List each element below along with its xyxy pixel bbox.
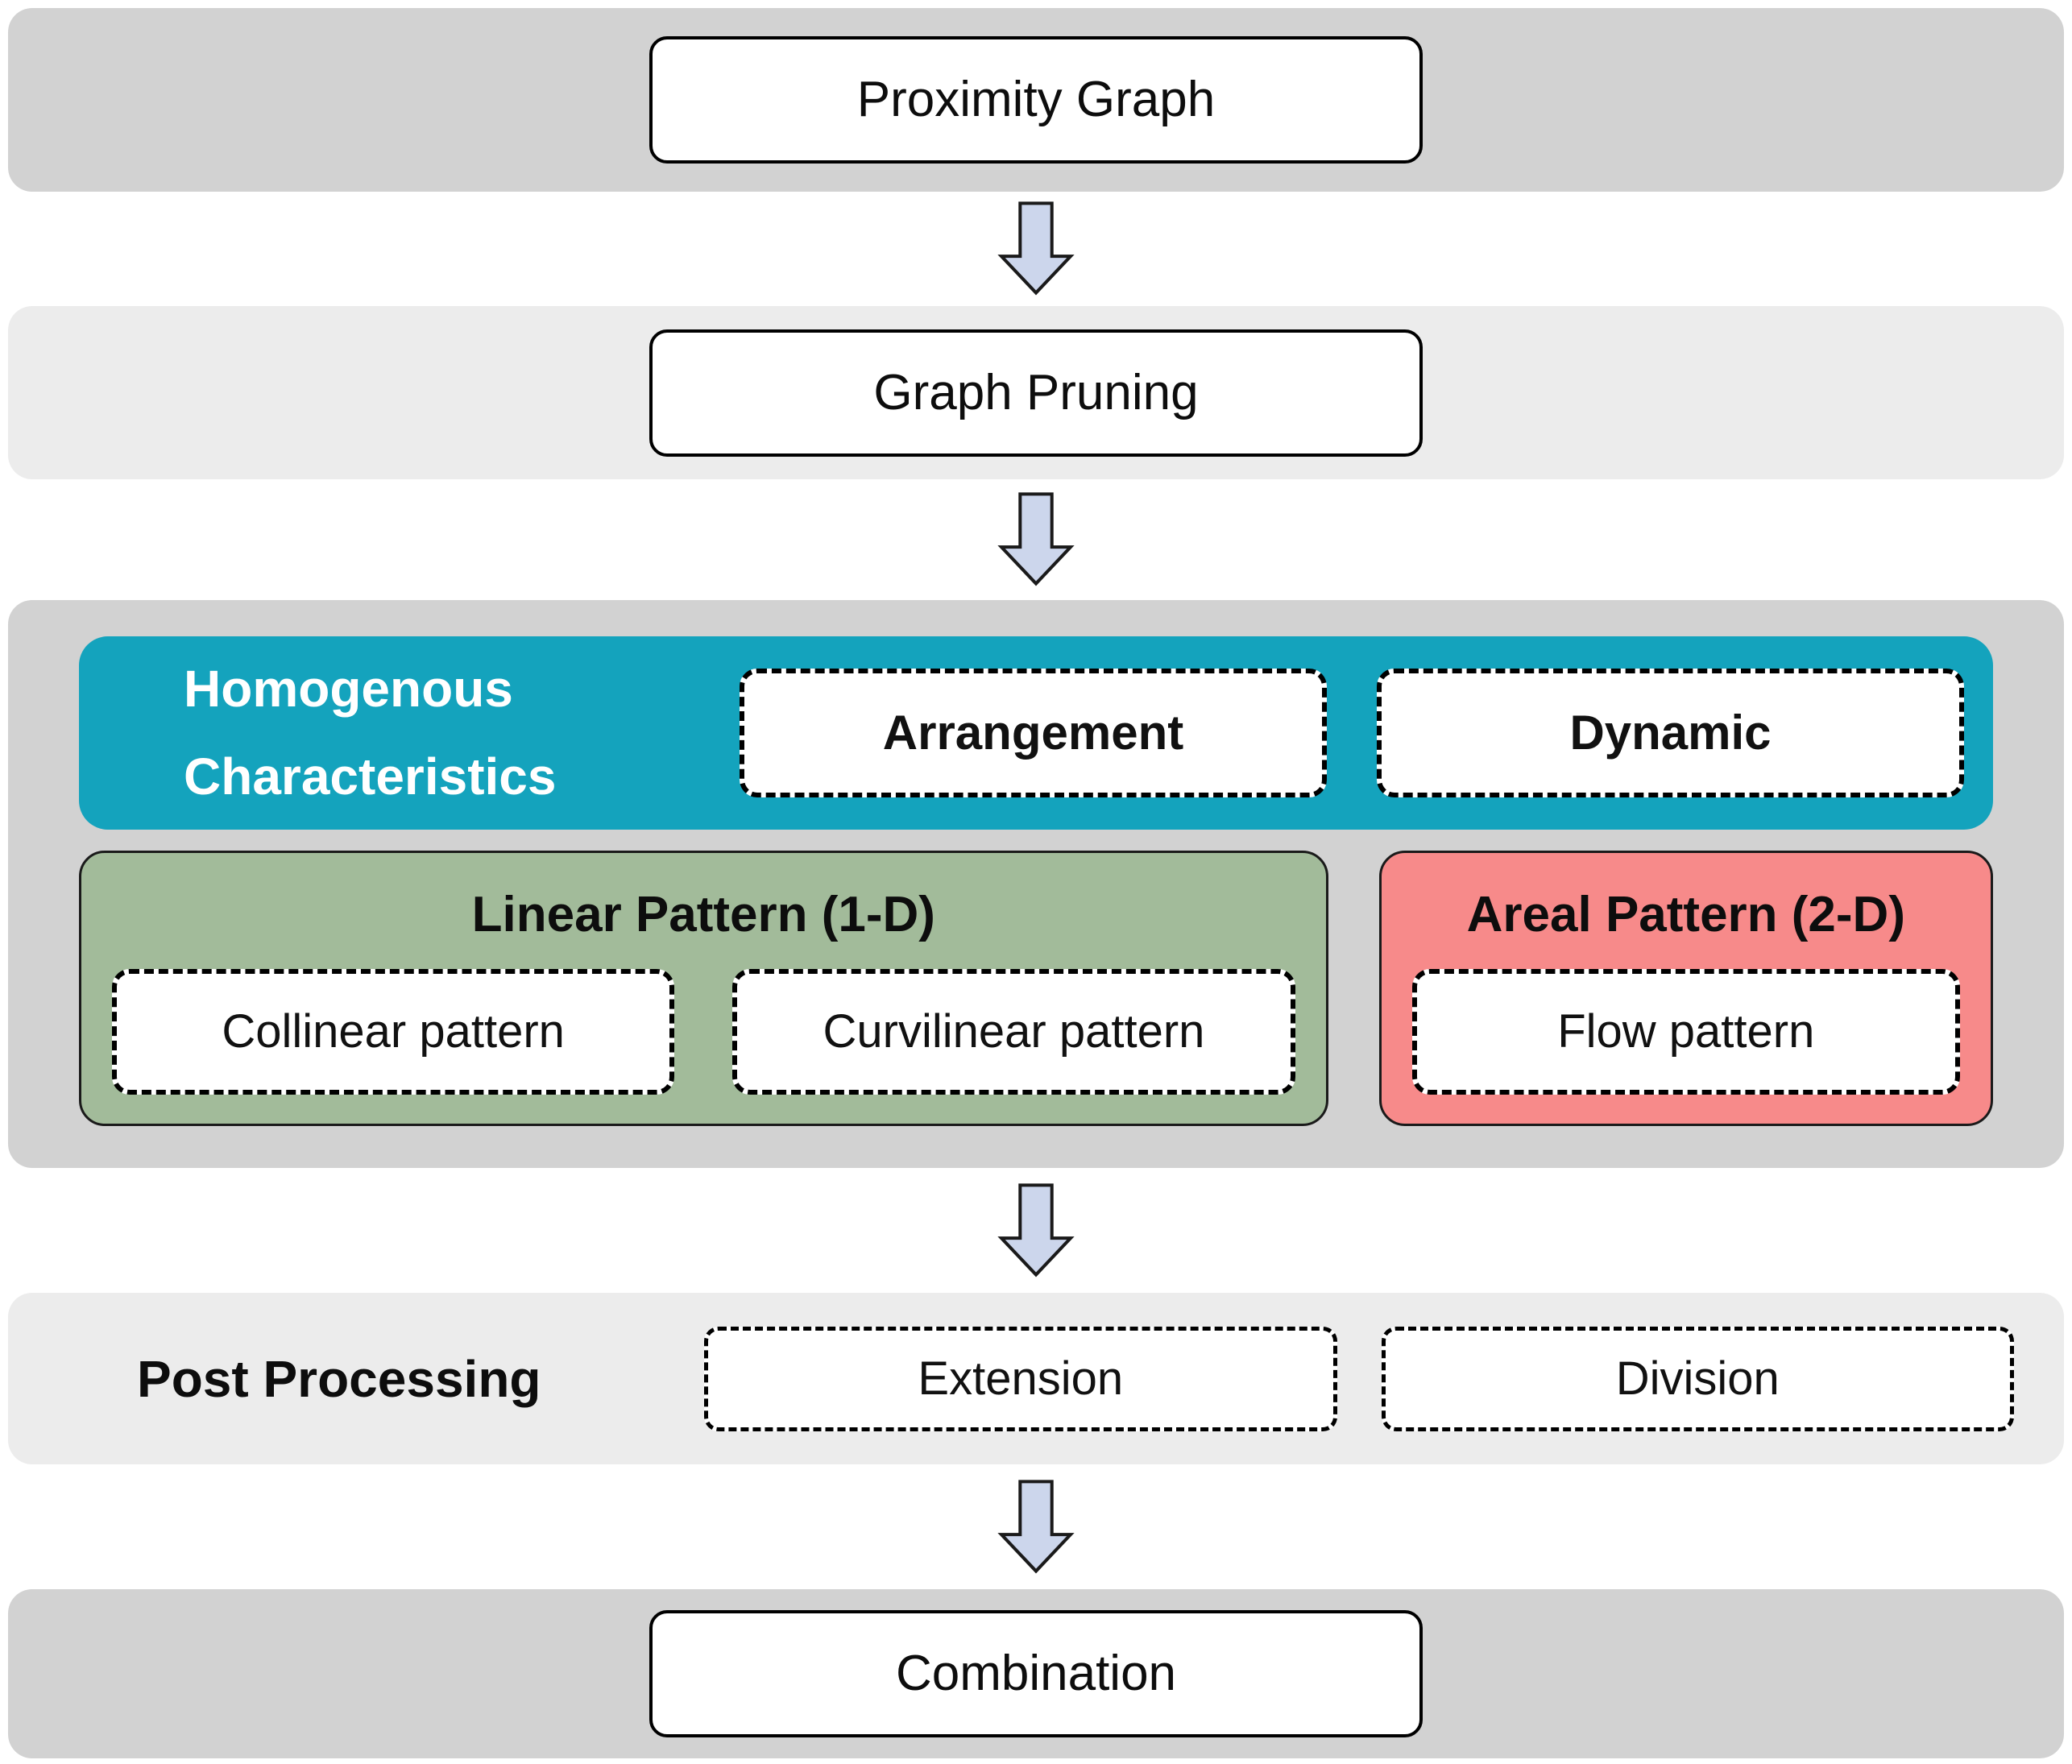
chip-division: Division bbox=[1381, 1326, 2014, 1431]
homogenous-chip-row: Arrangement Dynamic bbox=[740, 669, 1964, 797]
panel-linear-pattern-title: Linear Pattern (1-D) bbox=[471, 886, 935, 942]
chip-extension-label: Extension bbox=[918, 1352, 1124, 1405]
panel-homogenous-title-line2: Characteristics bbox=[184, 747, 557, 805]
stage-band-proximity: Proximity Graph bbox=[8, 8, 2064, 192]
panel-homogenous-title-line1: Homogenous bbox=[184, 660, 513, 718]
stage-band-pruning: Graph Pruning bbox=[8, 306, 2064, 479]
node-proximity-graph: Proximity Graph bbox=[649, 36, 1423, 164]
down-arrow-icon bbox=[997, 1479, 1075, 1574]
chip-extension: Extension bbox=[704, 1326, 1337, 1431]
stage-band-patterns: Homogenous Characteristics Arrangement D… bbox=[8, 600, 2064, 1168]
stage-band-combination: Combination bbox=[8, 1589, 2064, 1758]
stage-band-post-processing: Post Processing Extension Division bbox=[8, 1293, 2064, 1464]
flow-arrow-1 bbox=[8, 192, 2064, 306]
panel-areal-pattern-title: Areal Pattern (2-D) bbox=[1466, 886, 1905, 942]
chip-flow-pattern-label: Flow pattern bbox=[1557, 1005, 1815, 1058]
chip-dynamic: Dynamic bbox=[1377, 669, 1964, 797]
flow-arrow-2 bbox=[8, 479, 2064, 600]
chip-collinear-pattern-label: Collinear pattern bbox=[222, 1005, 565, 1058]
panel-linear-pattern: Linear Pattern (1-D) Collinear pattern C… bbox=[79, 851, 1328, 1126]
chip-curvilinear-pattern-label: Curvilinear pattern bbox=[823, 1005, 1205, 1058]
down-arrow-icon bbox=[997, 492, 1075, 586]
panel-areal-pattern: Areal Pattern (2-D) Flow pattern bbox=[1378, 851, 1993, 1126]
panel-homogenous-title: Homogenous Characteristics bbox=[184, 645, 740, 821]
node-combination-label: Combination bbox=[895, 1646, 1177, 1701]
post-processing-title: Post Processing bbox=[137, 1349, 541, 1408]
node-graph-pruning: Graph Pruning bbox=[649, 329, 1423, 457]
flow-arrow-4 bbox=[8, 1464, 2064, 1589]
down-arrow-icon bbox=[997, 1182, 1075, 1277]
chip-curvilinear-pattern: Curvilinear pattern bbox=[732, 969, 1295, 1095]
node-combination: Combination bbox=[649, 1610, 1423, 1737]
chip-division-label: Division bbox=[1615, 1352, 1780, 1405]
linear-chip-row: Collinear pattern Curvilinear pattern bbox=[112, 969, 1295, 1095]
chip-dynamic-label: Dynamic bbox=[1569, 706, 1772, 760]
chip-arrangement-label: Arrangement bbox=[882, 706, 1184, 760]
flow-arrow-3 bbox=[8, 1168, 2064, 1293]
chip-arrangement: Arrangement bbox=[740, 669, 1327, 797]
node-graph-pruning-label: Graph Pruning bbox=[873, 364, 1199, 420]
panel-homogenous-characteristics: Homogenous Characteristics Arrangement D… bbox=[79, 636, 1993, 830]
areal-chip-row: Flow pattern bbox=[1411, 969, 1960, 1095]
chip-collinear-pattern: Collinear pattern bbox=[112, 969, 675, 1095]
down-arrow-icon bbox=[997, 201, 1075, 296]
node-proximity-graph-label: Proximity Graph bbox=[856, 72, 1216, 127]
post-processing-chip-row: Extension Division bbox=[704, 1326, 2014, 1431]
chip-flow-pattern: Flow pattern bbox=[1411, 969, 1960, 1095]
pattern-panel-row: Linear Pattern (1-D) Collinear pattern C… bbox=[79, 851, 1993, 1126]
